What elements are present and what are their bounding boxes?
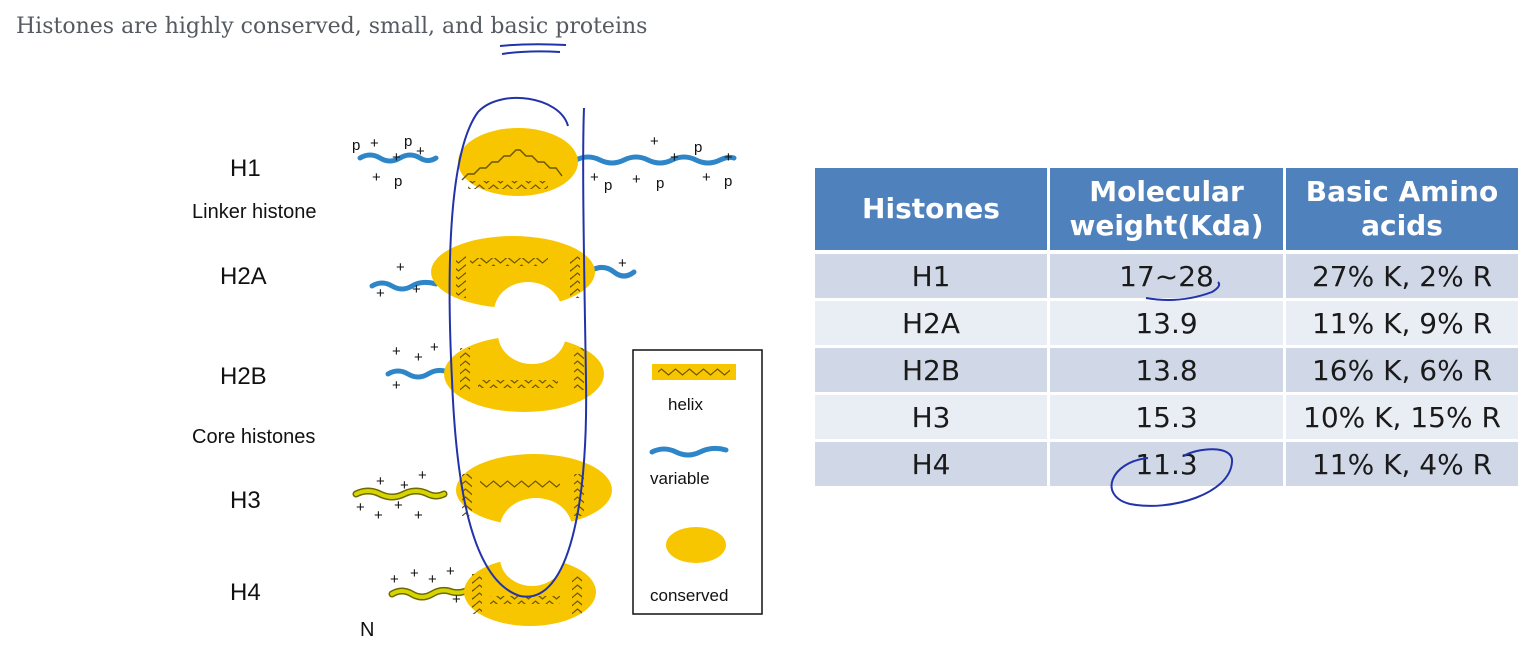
legend-conserved-swatch — [666, 527, 726, 563]
label-n-terminus: N — [360, 619, 374, 641]
svg-text:+: + — [376, 473, 385, 490]
legend-variable-label: variable — [650, 469, 710, 488]
label-h1: H1 — [230, 155, 261, 182]
svg-text:+: + — [372, 169, 381, 186]
svg-text:+: + — [390, 571, 399, 588]
cell-histone: H2B — [812, 345, 1050, 395]
table-row: H3 15.3 10% K, 15% R — [812, 392, 1521, 442]
svg-text:+: + — [400, 477, 409, 494]
cell-amino: 11% K, 4% R — [1283, 439, 1521, 489]
label-h4: H4 — [230, 579, 261, 606]
cell-amino: 16% K, 6% R — [1283, 345, 1521, 395]
svg-text:+: + — [414, 349, 423, 366]
svg-text:+: + — [446, 563, 455, 580]
svg-text:+: + — [394, 497, 403, 514]
cell-histone: H2A — [812, 298, 1050, 348]
svg-text:+: + — [702, 169, 711, 186]
legend-variable-swatch — [649, 445, 729, 458]
cell-weight: 11.3 — [1047, 439, 1286, 489]
legend: helix variable conserved — [632, 349, 763, 615]
cell-amino: 10% K, 15% R — [1283, 392, 1521, 442]
table-row: H4 11.3 11% K, 4% R — [812, 439, 1521, 489]
svg-text:+: + — [356, 499, 365, 516]
svg-text:p: p — [604, 177, 612, 194]
svg-text:+: + — [590, 169, 599, 186]
header-histones: Histones — [812, 168, 1050, 254]
svg-text:+: + — [632, 171, 641, 188]
svg-text:+: + — [670, 149, 679, 166]
svg-text:+: + — [370, 135, 379, 152]
svg-text:+: + — [650, 133, 659, 150]
svg-text:p: p — [394, 173, 402, 190]
cell-weight: 13.8 — [1047, 345, 1286, 395]
header-basic-amino-acids: Basic Amino acids — [1283, 168, 1521, 254]
h1-shape: p+ +p ++ p +p ++ p+ p+ +p — [352, 128, 737, 196]
svg-text:p: p — [352, 137, 360, 154]
svg-text:p: p — [724, 173, 732, 190]
svg-text:p: p — [694, 139, 702, 156]
label-h2b: H2B — [220, 363, 267, 390]
slide-heading: Histones are highly conserved, small, an… — [16, 14, 648, 39]
cell-weight: 13.9 — [1047, 298, 1286, 348]
svg-text:+: + — [392, 377, 401, 394]
svg-text:+: + — [414, 507, 423, 524]
label-core-histones: Core histones — [192, 426, 315, 448]
svg-text:+: + — [412, 281, 421, 298]
svg-text:+: + — [392, 343, 401, 360]
svg-text:+: + — [428, 571, 437, 588]
header-molecular-weight: Molecular weight(Kda) — [1047, 168, 1286, 254]
svg-text:p: p — [404, 133, 412, 150]
svg-text:+: + — [618, 255, 627, 272]
label-h2a: H2A — [220, 263, 267, 290]
svg-text:+: + — [452, 591, 461, 608]
cell-amino: 11% K, 9% R — [1283, 298, 1521, 348]
table-header-row: Histones Molecular weight(Kda) Basic Ami… — [812, 168, 1521, 254]
svg-text:+: + — [416, 143, 425, 160]
h3-shape: + + + + + + + — [352, 454, 612, 558]
table-row: H1 17~28 27% K, 2% R — [812, 250, 1521, 301]
cell-histone: H4 — [812, 439, 1050, 489]
svg-text:+: + — [376, 285, 385, 302]
svg-text:+: + — [374, 507, 383, 524]
svg-text:+: + — [418, 467, 427, 484]
label-h3: H3 — [230, 487, 261, 514]
cell-histone: H1 — [812, 250, 1050, 301]
svg-text:+: + — [410, 565, 419, 582]
table-row: H2A 13.9 11% K, 9% R — [812, 298, 1521, 348]
legend-helix-label: helix — [668, 395, 703, 414]
cell-weight: 17~28 — [1047, 250, 1286, 301]
svg-text:+: + — [396, 259, 405, 276]
svg-text:+: + — [430, 339, 439, 356]
cell-weight: 15.3 — [1047, 392, 1286, 442]
histone-properties-table: Histones Molecular weight(Kda) Basic Ami… — [812, 168, 1521, 489]
cell-histone: H3 — [812, 392, 1050, 442]
svg-text:+: + — [392, 149, 401, 166]
svg-text:+: + — [724, 149, 733, 166]
svg-text:p: p — [656, 175, 664, 192]
label-linker-histone: Linker histone — [192, 201, 317, 223]
histone-structure-diagram: H1 Linker histone H2A H2B Core histones … — [192, 128, 763, 641]
cell-amino: 27% K, 2% R — [1283, 250, 1521, 301]
table-row: H2B 13.8 16% K, 6% R — [812, 345, 1521, 395]
legend-conserved-label: conserved — [650, 586, 728, 605]
